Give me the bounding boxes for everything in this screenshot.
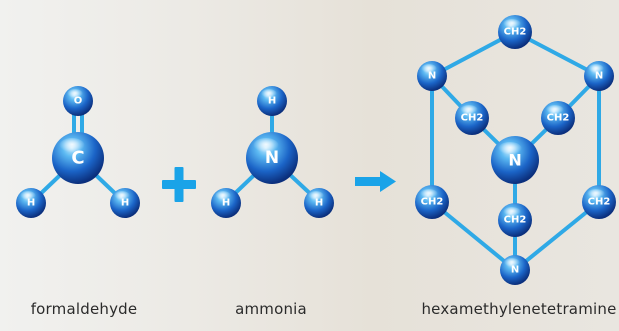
atom-label: N (508, 151, 521, 170)
ammonia-molecule: H N H H (211, 86, 334, 218)
ch2-atom-bottom: CH2 (498, 203, 532, 237)
formaldehyde-molecule: O C H H (16, 86, 140, 218)
atom-label: CH2 (547, 113, 570, 124)
nitrogen-atom: N (246, 132, 298, 184)
atom-label: H (315, 198, 323, 209)
oxygen-atom: O (63, 86, 93, 116)
ch2-atom-inner-left: CH2 (455, 101, 489, 135)
atom-label: N (265, 148, 279, 168)
reaction-arrow (355, 171, 396, 192)
hydrogen-atom-left: H (16, 188, 46, 218)
hydrogen-atom-right: H (110, 188, 140, 218)
atom-label: O (74, 96, 83, 107)
plus-operator (162, 167, 196, 202)
atom-label: CH2 (504, 215, 527, 226)
atom-label: CH2 (461, 113, 484, 124)
atom-label: H (222, 198, 230, 209)
atom-label: N (595, 71, 603, 82)
nitrogen-atom-center: N (491, 136, 539, 184)
carbon-atom: C (52, 132, 104, 184)
hydrogen-atom-right: H (304, 188, 334, 218)
atom-label: N (428, 71, 436, 82)
hexamethylenetetramine-caption: hexamethylenetetramine (421, 300, 617, 318)
formaldehyde-caption: formaldehyde (30, 300, 138, 318)
ch2-atom-outer-left: CH2 (415, 185, 449, 219)
nitrogen-atom-right: N (584, 61, 614, 91)
ch2-atom-inner-right: CH2 (541, 101, 575, 135)
atom-label: CH2 (588, 197, 611, 208)
atom-label: N (511, 265, 519, 276)
atom-label: H (27, 198, 35, 209)
hydrogen-atom-top: H (257, 86, 287, 116)
atom-label: H (121, 198, 129, 209)
ch2-atom-outer-right: CH2 (582, 185, 616, 219)
nitrogen-atom-bottom: N (500, 255, 530, 285)
ammonia-caption: ammonia (235, 300, 307, 318)
atom-label: H (268, 96, 276, 107)
ch2-atom-top: CH2 (498, 15, 532, 49)
hydrogen-atom-left: H (211, 188, 241, 218)
atom-label: CH2 (504, 27, 527, 38)
nitrogen-atom-left: N (417, 61, 447, 91)
hexamine-molecule: CH2 N N CH2 CH2 N CH2 CH2 (415, 15, 616, 285)
atom-label: C (71, 148, 84, 169)
atom-label: CH2 (421, 197, 444, 208)
